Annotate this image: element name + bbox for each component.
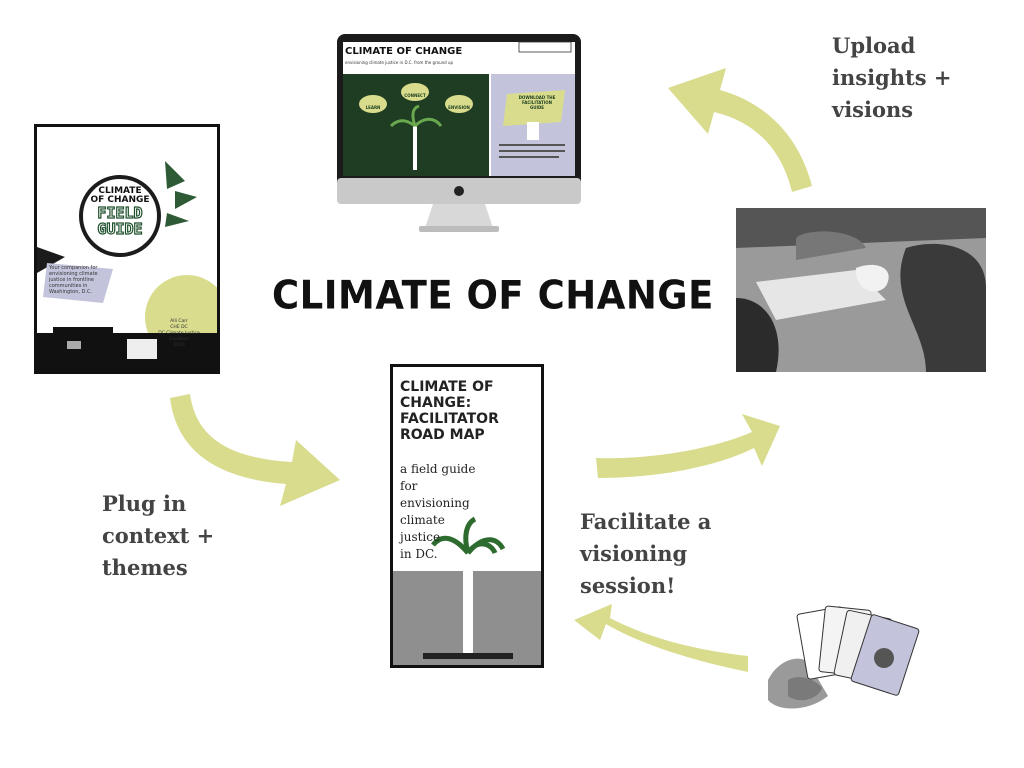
field-guide-header-big: FIELD GUIDE	[97, 204, 143, 238]
website-nav-learn: LEARN	[365, 105, 381, 110]
road-map-subtitle: a field guide for envisioning climate ju…	[400, 462, 476, 561]
field-guide-badge: CLIMATE OF CHANGE FIELD GUIDE	[79, 175, 161, 257]
arrow-plug-in	[170, 394, 340, 506]
field-guide-credit: Alli Carr CHE DC DC Climate Justice Coal…	[158, 319, 200, 348]
arrow-to-session	[596, 414, 780, 478]
website-nav-connect: CONNECT	[404, 93, 426, 98]
field-guide-art	[37, 161, 217, 371]
website-download-label: DOWNLOAD THE FACILITATION GUIDE	[518, 95, 556, 110]
road-map-booklet: CLIMATE OF CHANGE: FACILITATOR ROAD MAP …	[390, 364, 544, 668]
website-title: CLIMATE OF CHANGE	[345, 46, 463, 57]
monitor-frame	[337, 34, 581, 232]
workshop-photo	[736, 208, 986, 372]
label-plug-in: Plug in context + themes	[102, 491, 215, 580]
field-guide-header-small: CLIMATE OF CHANGE	[90, 186, 150, 205]
card-deck-photo	[768, 605, 920, 709]
label-upload: Upload insights + visions	[832, 33, 952, 122]
field-guide-blurb: Your companion for envisioning climate j…	[49, 265, 98, 295]
road-map-art	[393, 516, 541, 665]
field-guide-booklet: CLIMATE OF CHANGE FIELD GUIDE Your compa…	[34, 124, 220, 374]
arrow-from-cards	[574, 604, 748, 672]
website-monitor: CLIMATE OF CHANGE envisioning climate ju…	[335, 34, 583, 234]
arrow-upload	[668, 68, 812, 192]
website-nav-envision: ENVISION	[448, 105, 470, 110]
website-subtitle: envisioning climate justice in D.C. from…	[345, 60, 454, 65]
road-map-title: CLIMATE OF CHANGE: FACILITATOR ROAD MAP	[400, 379, 499, 443]
label-facilitate: Facilitate a visioning session!	[580, 509, 712, 598]
diagram-title: CLIMATE OF CHANGE	[272, 272, 714, 319]
